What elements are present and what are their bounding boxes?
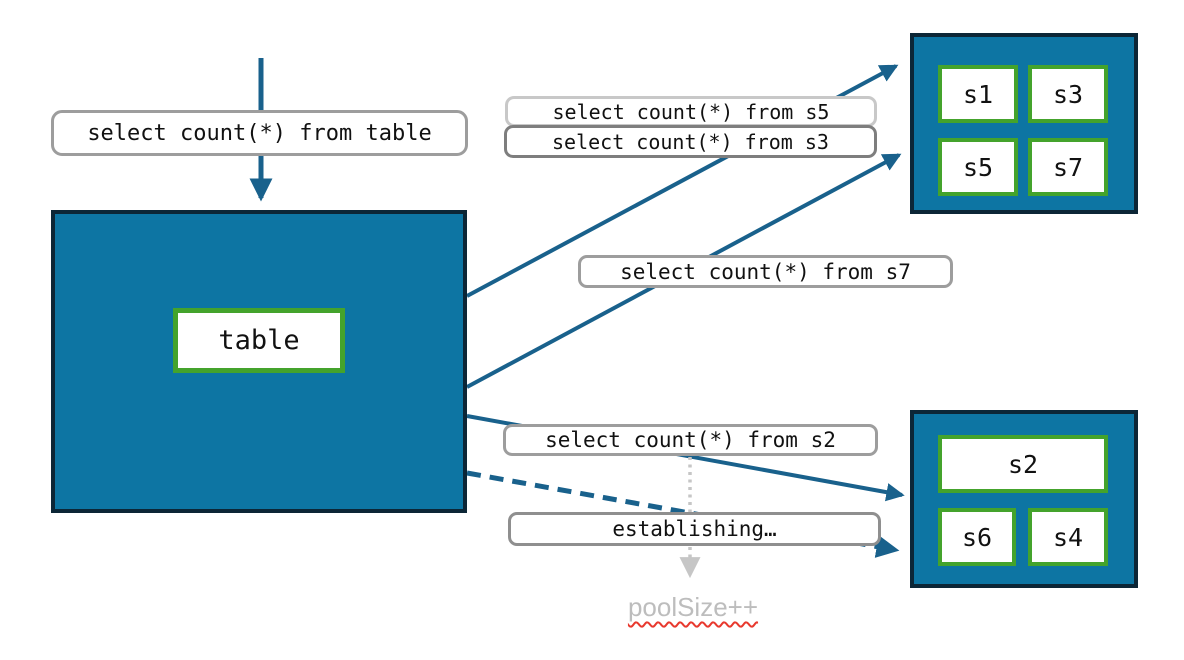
table-container-box: table bbox=[51, 210, 467, 513]
table-label: table bbox=[218, 325, 300, 356]
query-label-s2-text: select count(*) from s2 bbox=[545, 428, 836, 452]
shard-s6: s6 bbox=[938, 508, 1016, 566]
shard-s3: s3 bbox=[1028, 65, 1108, 123]
shard-s7: s7 bbox=[1028, 138, 1108, 196]
query-label-s3: select count(*) from s3 bbox=[504, 125, 877, 158]
poolsize-note: poolSize++ bbox=[598, 592, 788, 623]
shard-group-bottom-box: s2 s6 s4 bbox=[910, 410, 1138, 588]
query-label-table: select count(*) from table bbox=[51, 110, 468, 156]
shard-s2: s2 bbox=[938, 435, 1108, 493]
shard-s7-label: s7 bbox=[1052, 152, 1084, 182]
shard-s5-label: s5 bbox=[962, 152, 994, 182]
table-shape: table bbox=[173, 308, 345, 373]
query-label-s5: select count(*) from s5 bbox=[505, 96, 877, 127]
shard-group-top-box: s1 s3 s5 s7 bbox=[910, 33, 1138, 214]
shard-s1-label: s1 bbox=[962, 79, 994, 109]
shard-s3-label: s3 bbox=[1052, 79, 1084, 109]
establishing-label-text: establishing… bbox=[612, 517, 777, 541]
query-label-s2: select count(*) from s2 bbox=[503, 424, 878, 456]
query-label-s7: select count(*) from s7 bbox=[578, 255, 953, 288]
shard-s6-label: s6 bbox=[961, 522, 993, 552]
query-label-s3-text: select count(*) from s3 bbox=[552, 129, 829, 154]
shard-s4-label: s4 bbox=[1052, 522, 1084, 552]
shard-s5: s5 bbox=[938, 138, 1018, 196]
shard-s2-label: s2 bbox=[1007, 449, 1039, 479]
query-label-table-text: select count(*) from table bbox=[87, 120, 432, 146]
poolsize-note-text: poolSize++ bbox=[627, 592, 759, 622]
query-label-s7-text: select count(*) from s7 bbox=[620, 259, 911, 284]
shard-s1: s1 bbox=[938, 65, 1018, 123]
arrow-establishing-dashed bbox=[466, 470, 900, 558]
establishing-label: establishing… bbox=[508, 512, 881, 546]
query-label-s5-text: select count(*) from s5 bbox=[552, 99, 830, 124]
shard-s4: s4 bbox=[1028, 508, 1108, 566]
